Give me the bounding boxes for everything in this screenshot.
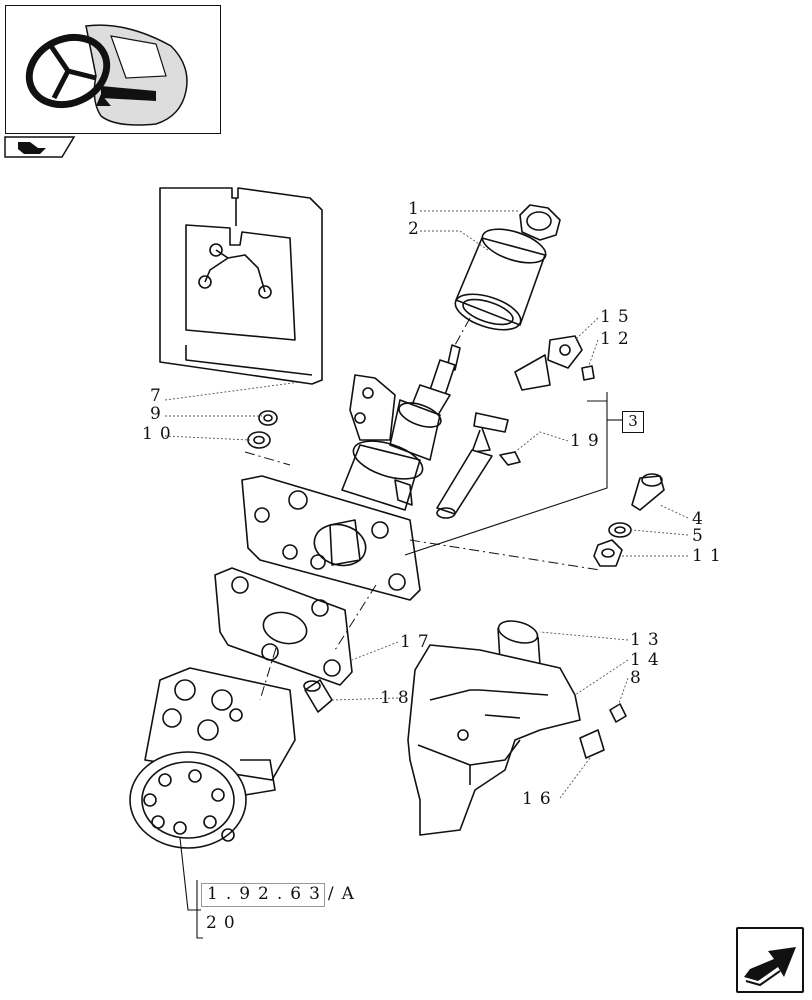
callout-18: 18 bbox=[380, 688, 416, 708]
next-page-arrow-icon bbox=[744, 947, 796, 987]
callout-16: 16 bbox=[522, 789, 558, 809]
part-2-sleeve bbox=[454, 228, 547, 331]
callout-17: 17 bbox=[400, 632, 436, 652]
part-11-nut bbox=[593, 539, 623, 567]
callout-7: 7 bbox=[150, 386, 168, 406]
locator-thumbnail bbox=[5, 5, 221, 134]
callout-13: 13 bbox=[630, 630, 666, 650]
part-12-screw bbox=[581, 365, 595, 381]
part-4-bolt bbox=[631, 473, 665, 511]
callout-14: 14 bbox=[630, 650, 666, 670]
part-1-nut bbox=[519, 204, 561, 241]
next-page-button[interactable] bbox=[736, 927, 804, 993]
reference-code-text: 1.92.63/A bbox=[207, 884, 362, 904]
callout-4: 4 bbox=[692, 509, 710, 529]
part-10-nut bbox=[247, 431, 271, 449]
callout-2: 2 bbox=[408, 219, 426, 239]
part-19-gas-strut bbox=[436, 412, 521, 519]
callout-19: 19 bbox=[570, 431, 606, 451]
group-3-bracket bbox=[404, 392, 622, 556]
group-20-bracket bbox=[179, 837, 203, 939]
callout-20: 20 bbox=[206, 913, 242, 933]
callout-15: 15 bbox=[600, 307, 636, 327]
leader-lines bbox=[164, 210, 689, 799]
steering-column bbox=[341, 344, 461, 511]
steering-unit-body bbox=[129, 667, 296, 849]
part-flange-plate bbox=[241, 475, 421, 601]
part-15-bracket bbox=[514, 335, 583, 391]
callout-3-box: 3 bbox=[622, 411, 644, 433]
part-17-gasket bbox=[214, 567, 353, 686]
part-7-boot-cover bbox=[159, 187, 323, 385]
part-8-screw bbox=[609, 703, 627, 723]
callout-12: 12 bbox=[600, 329, 636, 349]
part-13-14-bracket bbox=[407, 620, 581, 836]
part-16-pad bbox=[579, 729, 605, 759]
callout-10: 10 bbox=[142, 424, 178, 444]
callout-8: 8 bbox=[630, 668, 648, 688]
steering-wheel-thumbnail-icon bbox=[25, 24, 188, 126]
assembly-lines bbox=[244, 317, 601, 701]
callout-11: 11 bbox=[692, 546, 728, 566]
part-9-washer bbox=[258, 410, 278, 426]
part-5-washer bbox=[608, 522, 632, 538]
callout-5: 5 bbox=[692, 526, 710, 546]
callout-9: 9 bbox=[150, 404, 168, 424]
part-18-pin bbox=[303, 679, 333, 713]
reference-frame bbox=[201, 883, 325, 907]
callout-1: 1 bbox=[408, 199, 426, 219]
tractor-section-icon bbox=[4, 136, 76, 158]
section-tab bbox=[4, 136, 76, 158]
reference-code[interactable]: 1.92.63/A bbox=[201, 883, 356, 907]
